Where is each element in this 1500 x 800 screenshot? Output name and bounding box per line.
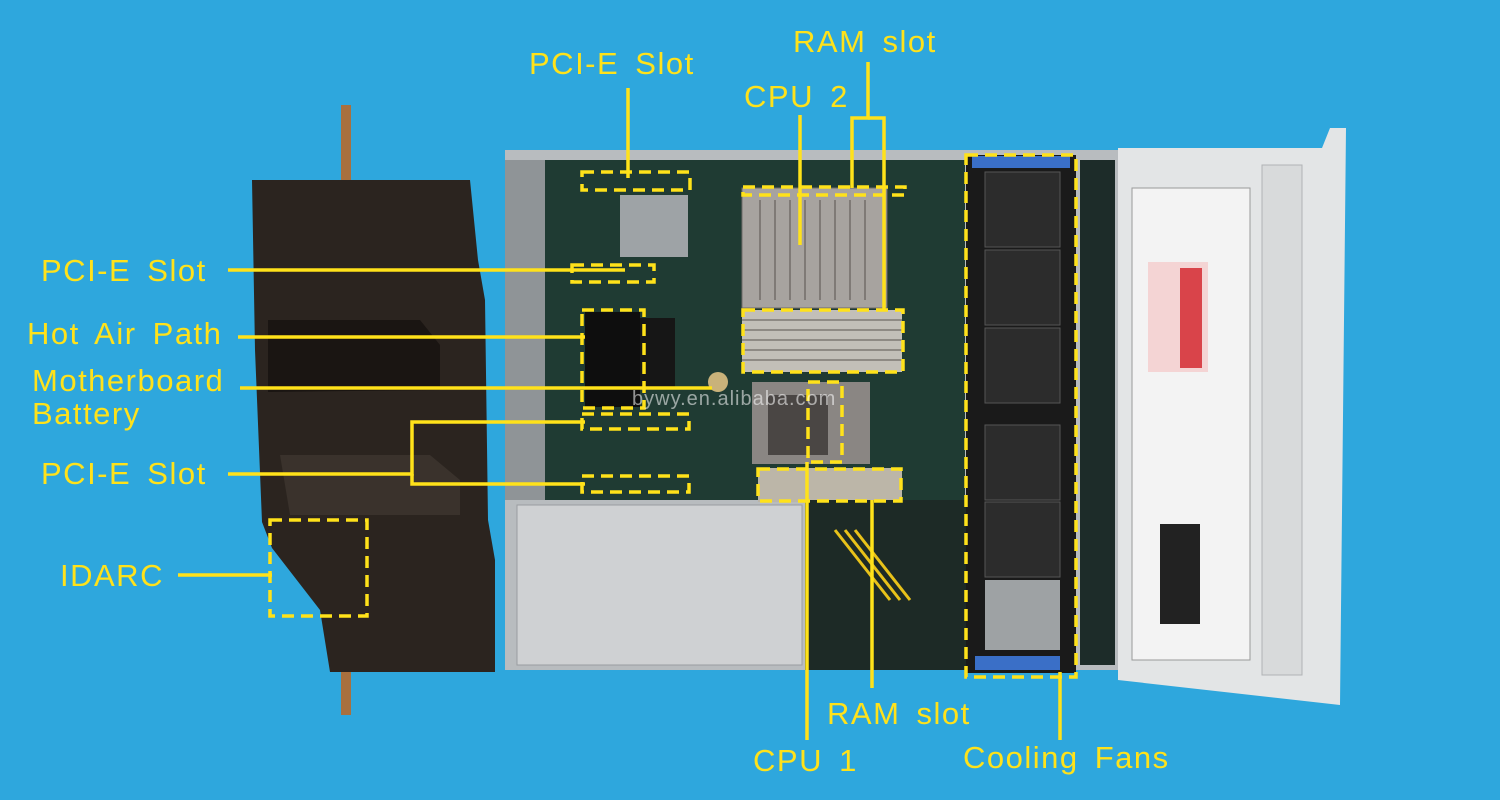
ram-bank-bottom [758, 468, 902, 502]
label-hot-air-path: Hot Air Path [27, 316, 223, 351]
box-ram-top [741, 185, 907, 197]
line-pcie-lower-b [410, 474, 585, 486]
front-warning-red [1180, 268, 1202, 368]
cpu1-cover [768, 395, 828, 455]
label-ram-slot-top: RAM slot [793, 24, 937, 59]
air-shroud-duct-lower [280, 455, 460, 515]
battery [708, 372, 728, 392]
box-pcie-top [580, 170, 692, 192]
label-cooling-fans: Cooling Fans [963, 740, 1170, 775]
air-shroud [252, 180, 495, 672]
chipset-heatsink [620, 195, 688, 257]
annotation-lines [178, 62, 1062, 740]
label-pcie-slot-top: PCI-E Slot [529, 46, 695, 81]
fan-bay-bottom-handle [975, 656, 1060, 670]
label-motherboard-battery-line2: Battery [32, 396, 141, 432]
box-hot-air-path [580, 308, 646, 410]
label-ram-slot-bottom: RAM slot [827, 696, 971, 731]
label-idarc: IDARC [60, 558, 164, 593]
drive-cage [516, 504, 803, 666]
cpu2-heatsink-fins [759, 200, 866, 300]
label-pcie-slot-lower: PCI-E Slot [41, 456, 207, 491]
box-pcie-left [570, 263, 656, 284]
label-pcie-slot-left: PCI-E Slot [41, 253, 207, 288]
box-cooling-fans [964, 153, 1078, 679]
label-motherboard-battery-line1: Motherboard [32, 363, 225, 398]
front-rail [1261, 164, 1303, 676]
box-idarc [268, 518, 369, 618]
line-pcie-lower [228, 420, 585, 476]
front-barcode [1160, 524, 1200, 624]
fan-empty-slot [985, 580, 1060, 650]
fans [984, 171, 1061, 578]
box-ram-bottom [756, 467, 903, 503]
backplane [1080, 160, 1115, 665]
label-cpu2: CPU 2 [744, 79, 849, 114]
fan-bay-top-handle [972, 156, 1070, 168]
watermark: bywy.en.alibaba.com [632, 388, 837, 410]
cpu2-heatsink [741, 187, 888, 309]
box-ram-middle [741, 308, 905, 374]
baffle-piece [585, 312, 640, 407]
air-shroud-duct [268, 320, 440, 392]
label-motherboard-battery: Motherboard Battery [32, 364, 224, 431]
board-io-area [505, 160, 545, 500]
line-ram-top [850, 62, 870, 188]
line-ram-top-2 [868, 116, 886, 310]
label-cpu1: CPU 1 [753, 743, 858, 778]
baffle-piece-2 [640, 318, 675, 388]
